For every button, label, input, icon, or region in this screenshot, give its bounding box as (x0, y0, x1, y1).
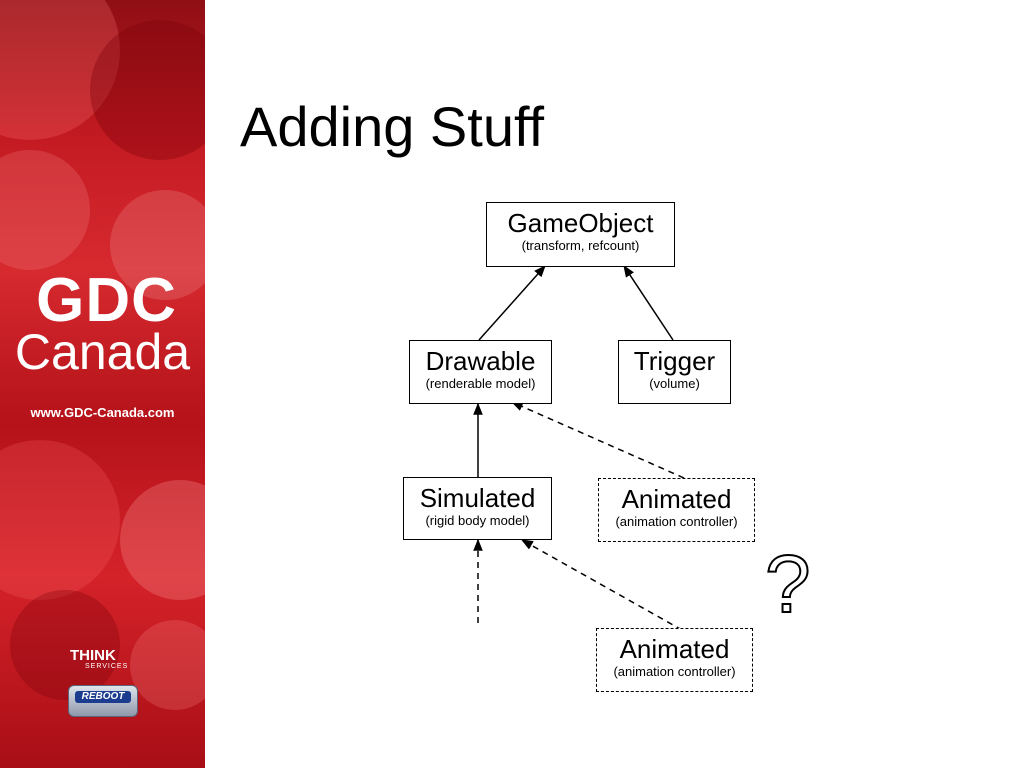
event-sidebar: GDC Canada www.GDC-Canada.com THINK SERV… (0, 0, 205, 768)
node-name: Animated (621, 484, 732, 514)
decor-circle (0, 150, 90, 270)
node-name: Animated (619, 634, 730, 664)
reboot-logo: REBOOT (68, 685, 138, 717)
logo-gdc-text: GDC (36, 266, 177, 335)
node-trigger: Trigger (volume) (618, 340, 731, 404)
node-drawable: Drawable (renderable model) (409, 340, 552, 404)
logo-canada-text: Canada (14, 324, 191, 380)
node-gameobject: GameObject (transform, refcount) (486, 202, 675, 267)
think-services-subtext: SERVICES (85, 663, 129, 670)
node-detail: (animation controller) (613, 664, 736, 679)
node-animated-1: Animated (animation controller) (598, 478, 755, 542)
node-name: Simulated (419, 483, 536, 513)
decor-circle (10, 590, 120, 700)
node-detail: (renderable model) (425, 376, 536, 391)
edge-animated-to-simulated (520, 539, 683, 631)
node-simulated: Simulated (rigid body model) (403, 477, 552, 540)
node-name: Trigger (633, 346, 716, 376)
decor-circle (110, 190, 205, 300)
decor-circle (90, 20, 205, 160)
edge-trigger-to-gameobject (623, 264, 674, 341)
edge-animated-to-drawable (510, 401, 685, 479)
node-animated-2: Animated (animation controller) (596, 628, 753, 692)
decor-circle (130, 620, 205, 710)
event-url: www.GDC-Canada.com (30, 405, 175, 420)
decor-circle (120, 480, 205, 600)
question-mark-icon: ? (764, 539, 812, 631)
node-detail: (animation controller) (615, 514, 738, 529)
think-services-logo: THINK (70, 647, 116, 664)
node-name: Drawable (425, 346, 536, 376)
edge-drawable-to-gameobject (478, 265, 546, 341)
node-detail: (rigid body model) (425, 513, 530, 528)
slide-title: Adding Stuff (240, 95, 545, 158)
node-detail: (transform, refcount) (521, 238, 640, 253)
node-name: GameObject (507, 208, 654, 238)
reboot-logo-text: REBOOT (75, 691, 131, 703)
node-detail: (volume) (649, 376, 700, 391)
decor-circle (0, 440, 120, 600)
gdc-canada-logo: GDC Canada (0, 266, 205, 380)
